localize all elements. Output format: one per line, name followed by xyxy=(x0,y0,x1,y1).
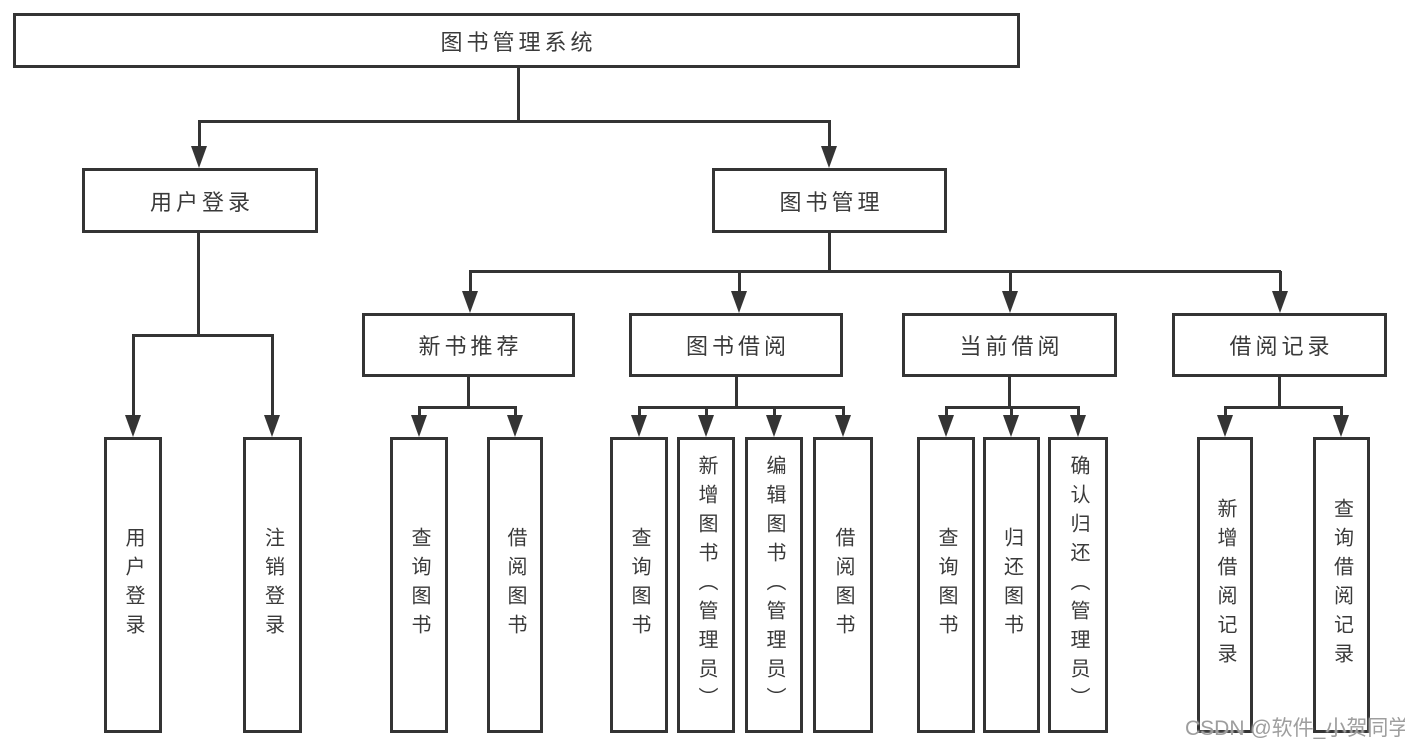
connector-drop-current-borrow xyxy=(1009,271,1012,294)
arrow-down-icon xyxy=(631,415,647,437)
node-label: 查询借阅记录 xyxy=(1330,498,1353,672)
node-records-add-record: 新增借阅记录 xyxy=(1197,437,1253,733)
node-root: 图书管理系统 xyxy=(13,13,1020,68)
node-recommend-query-books: 查询图书 xyxy=(390,437,448,733)
connector-drop-login-logout xyxy=(271,334,274,418)
arrow-down-icon xyxy=(1217,415,1233,437)
connector-recommend-bar xyxy=(418,406,517,409)
node-borrow-borrow-books: 借阅图书 xyxy=(813,437,873,733)
node-current-return-books: 归还图书 xyxy=(983,437,1040,733)
node-login-logout: 注销登录 xyxy=(243,437,302,733)
connector-book-borrow-stem xyxy=(735,377,738,409)
arrow-down-icon xyxy=(507,415,523,437)
node-borrow-edit-books: 编辑图书（管理员） xyxy=(745,437,803,733)
connector-drop-leaf xyxy=(842,406,845,418)
node-label: 借阅图书 xyxy=(504,527,526,643)
connector-drop-leaf xyxy=(1010,406,1013,418)
connector-drop-leaf xyxy=(773,406,776,418)
connector-drop-borrow-records xyxy=(1279,271,1282,294)
connector-drop-leaf xyxy=(1340,406,1343,418)
arrow-down-icon xyxy=(821,146,837,168)
connector-root-stem xyxy=(517,68,520,121)
arrow-down-icon xyxy=(462,291,478,313)
connector-drop-leaf xyxy=(514,406,517,418)
connector-user-login-stem xyxy=(197,233,200,336)
node-label: 图书管理 xyxy=(779,189,884,215)
node-label: 注销登录 xyxy=(261,527,284,643)
connector-drop-book-borrow xyxy=(738,271,741,294)
arrow-down-icon xyxy=(1003,415,1019,437)
arrow-down-icon xyxy=(938,415,954,437)
node-label: 图书管理系统 xyxy=(440,29,597,55)
node-label: 借阅记录 xyxy=(1229,334,1334,359)
node-label: 用户登录 xyxy=(149,189,254,215)
node-current-query-books: 查询图书 xyxy=(917,437,975,733)
arrow-down-icon xyxy=(411,415,427,437)
node-new-book-recommend: 新书推荐 xyxy=(362,313,575,377)
connector-recommend-stem xyxy=(467,377,470,409)
connector-book-management-stem xyxy=(828,233,831,273)
connector-borrow-records-bar xyxy=(1224,406,1343,409)
connector-drop-leaf xyxy=(1224,406,1227,418)
node-book-management: 图书管理 xyxy=(712,168,947,233)
connector-borrow-records-stem xyxy=(1278,377,1281,409)
node-label: 编辑图书（管理员） xyxy=(763,454,785,716)
arrow-down-icon xyxy=(766,415,782,437)
node-label: 查询图书 xyxy=(408,527,430,643)
connector-drop-recommend xyxy=(469,271,472,294)
arrow-down-icon xyxy=(264,415,280,437)
arrow-down-icon xyxy=(835,415,851,437)
arrow-down-icon xyxy=(731,291,747,313)
connector-drop-leaf xyxy=(638,406,641,418)
arrow-down-icon xyxy=(698,415,714,437)
connector-drop-book-management xyxy=(828,121,831,148)
node-recommend-borrow-books: 借阅图书 xyxy=(487,437,543,733)
node-label: 图书借阅 xyxy=(685,334,790,359)
arrow-down-icon xyxy=(1002,291,1018,313)
arrow-down-icon xyxy=(1333,415,1349,437)
connector-book-borrow-bar xyxy=(638,406,845,409)
arrow-down-icon xyxy=(1070,415,1086,437)
connector-drop-leaf xyxy=(945,406,948,418)
connector-user-login-bar xyxy=(132,334,274,337)
node-records-query-record: 查询借阅记录 xyxy=(1313,437,1370,733)
node-user-login: 用户登录 xyxy=(82,168,318,233)
node-borrow-records: 借阅记录 xyxy=(1172,313,1387,377)
arrow-down-icon xyxy=(125,415,141,437)
connector-drop-leaf xyxy=(1077,406,1080,418)
node-borrow-query-books: 查询图书 xyxy=(610,437,668,733)
connector-current-borrow-stem xyxy=(1008,377,1011,409)
watermark: CSDN @软件_小贺同学 xyxy=(1185,717,1405,740)
node-label: 归还图书 xyxy=(1000,527,1023,643)
node-current-confirm-return: 确认归还（管理员） xyxy=(1048,437,1108,733)
connector-root-bar xyxy=(198,120,831,123)
connector-book-management-bar xyxy=(469,270,1281,273)
node-label: 新增借阅记录 xyxy=(1214,498,1236,672)
connector-drop-login-user xyxy=(132,334,135,418)
node-label: 新书推荐 xyxy=(418,334,523,359)
node-label: 当前借阅 xyxy=(959,334,1064,359)
node-login-user: 用户登录 xyxy=(104,437,162,733)
node-label: 新增图书（管理员） xyxy=(695,454,717,716)
connector-drop-leaf xyxy=(705,406,708,418)
connector-drop-leaf xyxy=(418,406,421,418)
node-label: 借阅图书 xyxy=(832,527,854,643)
node-label: 确认归还（管理员） xyxy=(1067,454,1089,716)
node-label: 查询图书 xyxy=(935,527,957,643)
node-label: 查询图书 xyxy=(628,527,650,643)
node-label: 用户登录 xyxy=(122,527,144,643)
node-borrow-add-books: 新增图书（管理员） xyxy=(677,437,735,733)
node-current-borrow: 当前借阅 xyxy=(902,313,1117,377)
connector-drop-user-login xyxy=(198,121,201,148)
node-book-borrow: 图书借阅 xyxy=(629,313,843,377)
arrow-down-icon xyxy=(1272,291,1288,313)
arrow-down-icon xyxy=(191,146,207,168)
